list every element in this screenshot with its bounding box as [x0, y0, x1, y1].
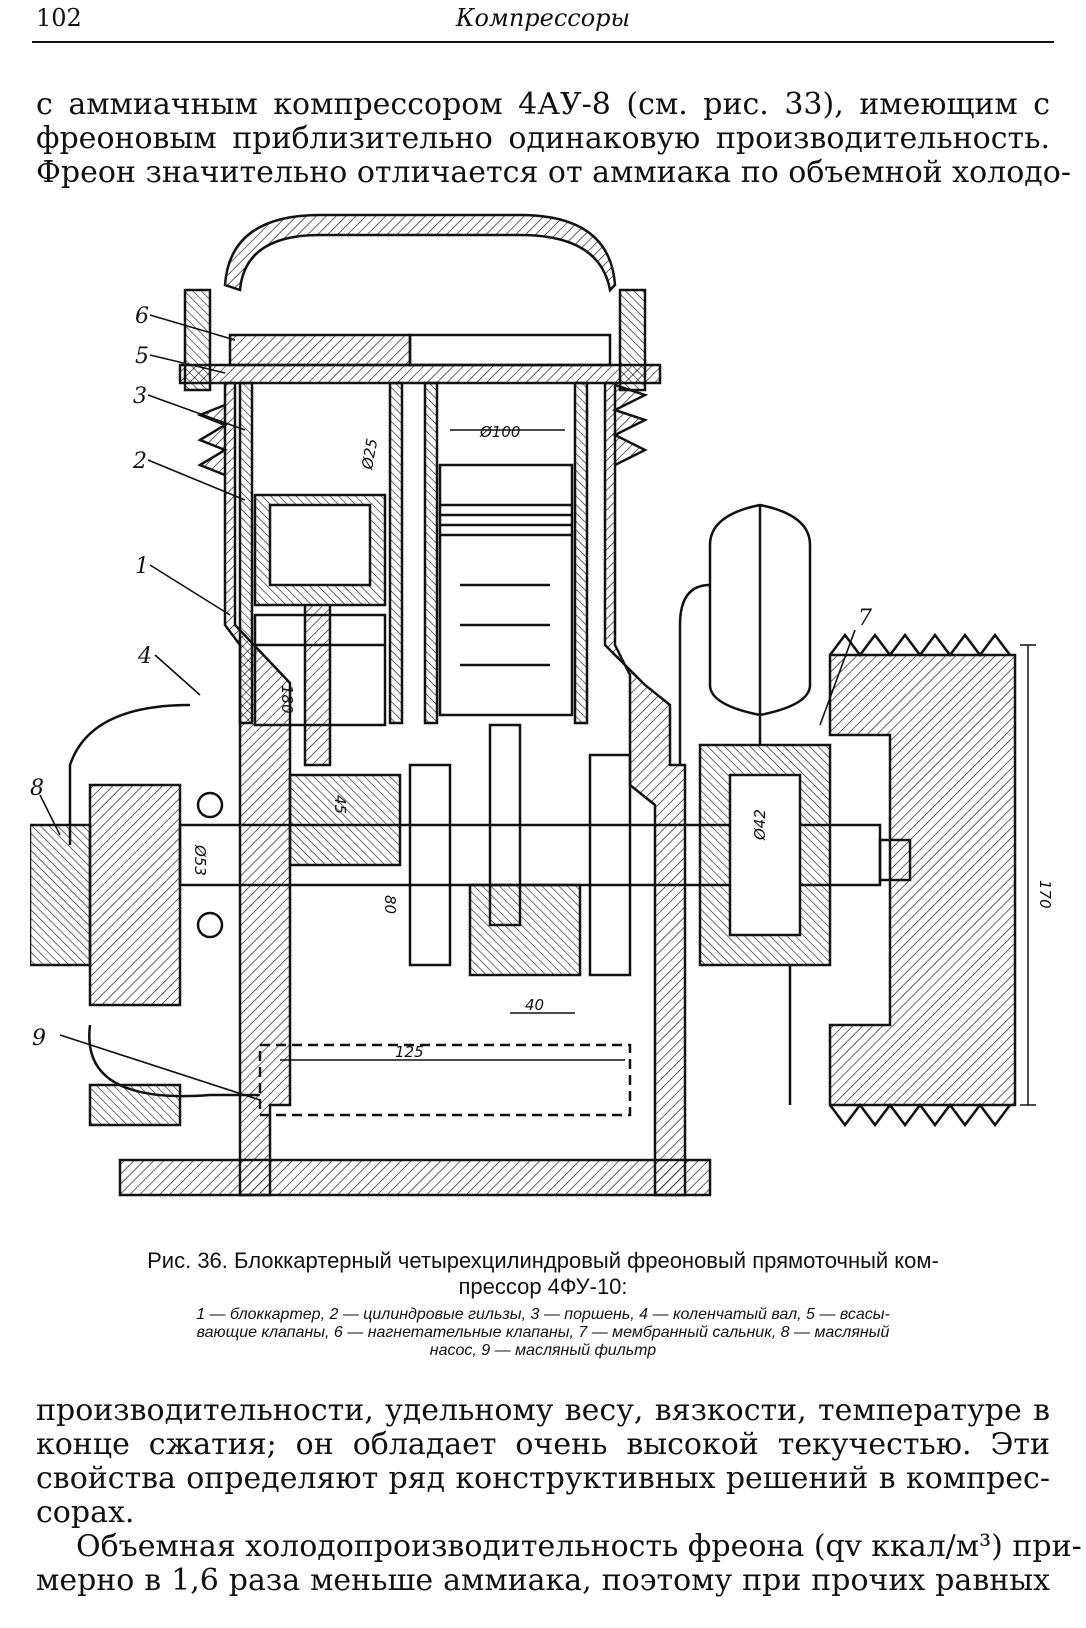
dim-80: 80: [381, 895, 399, 914]
dim-d25: Ø25: [358, 437, 381, 472]
running-head: Компрессоры: [455, 4, 631, 32]
dim-d42: Ø42: [751, 809, 769, 841]
label-5: 5: [135, 344, 149, 369]
dim-d53: Ø53: [191, 844, 209, 876]
cylinder-liner-left: [238, 381, 254, 725]
dim-d100: Ø100: [479, 423, 520, 441]
dim-40: 40: [525, 996, 544, 1014]
text-line: конце сжатия; он обладает очень высокой …: [36, 1427, 1050, 1462]
text-line: мерно в 1,6 раза меньше аммиака, поэтому…: [36, 1563, 1050, 1598]
block-wall-right: [603, 381, 687, 1197]
dim-125: 125: [395, 1043, 424, 1061]
valve-plate: [178, 363, 662, 385]
cylinder-liner-right: [423, 381, 439, 725]
oil-filter: [258, 1043, 632, 1117]
text-line: фреоновым приблизительно одинаковую прои…: [36, 121, 1050, 156]
drive-pulley: [828, 653, 1017, 1107]
oil-reservoir: [708, 503, 812, 717]
text-line: свойства определяют ряд конструктивных р…: [36, 1461, 1050, 1496]
paragraph-2: производительности, удельному весу, вязк…: [36, 1394, 1050, 1530]
label-4: 4: [137, 644, 152, 669]
label-9: 9: [32, 1026, 46, 1051]
label-2: 2: [132, 449, 147, 474]
label-8: 8: [30, 776, 44, 801]
dim-170: 170: [1036, 880, 1054, 909]
label-3: 3: [133, 384, 147, 409]
dim-180: 180: [278, 685, 296, 714]
legend-line: 1 — блоккартер, 2 — цилиндровые гильзы, …: [196, 1306, 890, 1323]
label-1: 1: [135, 554, 149, 579]
legend-line: вающие клапаны, 6 — нагнетательные клапа…: [196, 1324, 890, 1341]
caption-legend: 1 — блоккартер, 2 — цилиндровые гильзы, …: [36, 1306, 1050, 1360]
block-wall-left: [223, 381, 292, 1197]
label-7: 7: [858, 606, 872, 631]
text-line: Фреон значительно отличается от аммиака …: [36, 155, 1071, 190]
legend-line: насос, 9 — масляный фильтр: [429, 1342, 657, 1359]
paragraph-3: Объемная холодопроизводительность фреона…: [36, 1529, 1082, 1598]
figure-caption: Рис. 36. Блоккартерный четырехцилиндровы…: [36, 1248, 1050, 1360]
page-number: 102: [36, 4, 82, 32]
label-6: 6: [135, 304, 149, 329]
crankcase-base: [118, 1158, 712, 1197]
text-line: сорах.: [36, 1495, 135, 1530]
page-header: 102 Компрессоры: [32, 2, 1054, 42]
piston-right: [438, 463, 574, 717]
text-line: с аммиачным компрессором 4АУ-8 (см. рис.…: [36, 87, 1050, 122]
cylinder-cover: [223, 213, 617, 293]
oil-pump: [30, 823, 92, 967]
paragraph-1: с аммиачным компрессором 4АУ-8 (см. рис.…: [36, 87, 1071, 190]
caption-title-line: Рис. 36. Блоккартерный четырехцилиндровы…: [147, 1248, 939, 1273]
caption-title-line: прессор 4ФУ-10:: [458, 1274, 628, 1299]
text-line: Объемная холодопроизводительность фреона…: [76, 1529, 1082, 1564]
text-line: производительности, удельному весу, вязк…: [36, 1393, 1050, 1428]
header-rule: [32, 41, 1054, 43]
compressor-drawing: 6 5 3 2 1 4 7 8 9 Ø100 Ø25 180 45 Ø53 80…: [30, 213, 1054, 1197]
dim-45: 45: [331, 795, 349, 814]
connecting-rod: [303, 605, 332, 767]
